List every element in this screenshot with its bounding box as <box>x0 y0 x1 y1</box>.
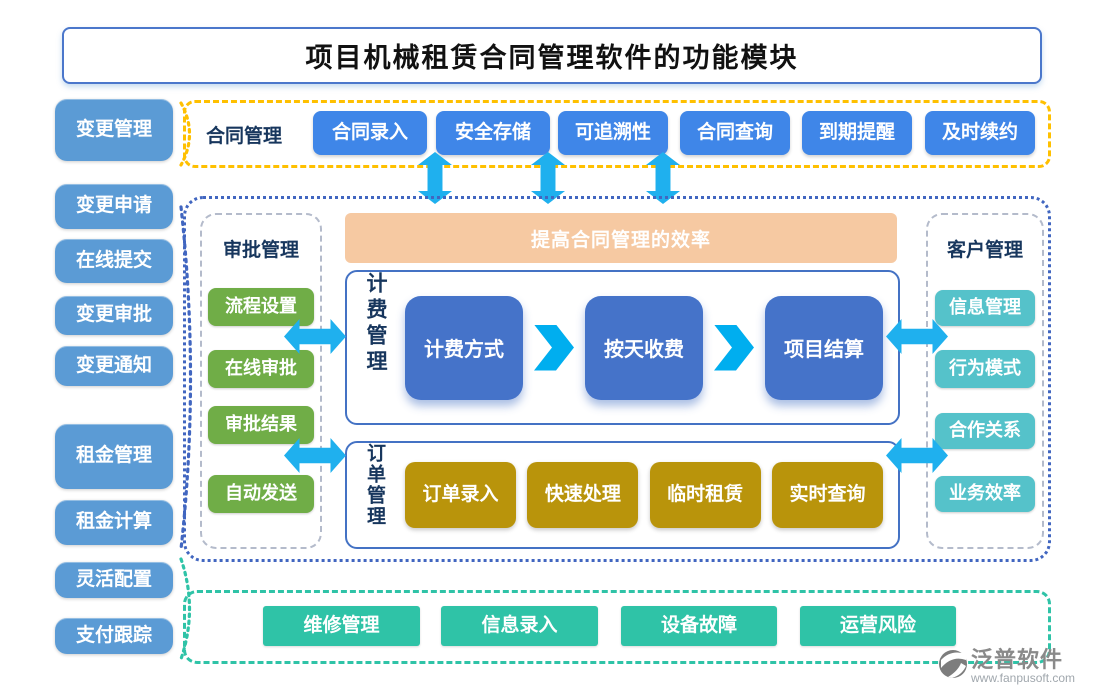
efficiency-banner: 提高合同管理的效率 <box>345 213 897 263</box>
approval-module-process-setup: 流程设置 <box>208 288 314 326</box>
contract-module-expiry-reminder: 到期提醒 <box>802 111 912 155</box>
billing-step-project-settlement: 项目结算 <box>765 295 883 400</box>
order-panel-label: 订单管理 <box>364 443 385 527</box>
customer-module-info-management: 信息管理 <box>935 290 1035 326</box>
contract-module-contract-entry: 合同录入 <box>313 111 427 155</box>
fanpu-logo-icon <box>939 650 967 678</box>
left-module-online-submit: 在线提交 <box>55 239 173 283</box>
left-module-rent-calculation: 租金计算 <box>55 500 173 545</box>
billing-step-daily-charge: 按天收费 <box>585 295 703 400</box>
flow-arrow-icon <box>534 324 574 371</box>
contract-module-secure-storage: 安全存储 <box>436 111 550 155</box>
contract-module-contract-query: 合同查询 <box>680 111 790 155</box>
middle-section: 审批管理 流程设置 在线审批 审批结果 自动发送 提高合同管理的效率 计费管理 … <box>183 196 1051 562</box>
flow-arrow-icon <box>714 324 754 371</box>
customer-module-business-efficiency: 业务效率 <box>935 476 1035 512</box>
diagram-title: 项目机械租赁合同管理软件的功能模块 <box>305 43 799 73</box>
contract-section-label: 合同管理 <box>206 125 283 147</box>
billing-panel-label: 计费管理 <box>364 272 388 376</box>
order-module-realtime-query: 实时查询 <box>771 462 883 528</box>
left-module-payment-tracking: 支付跟踪 <box>55 618 173 654</box>
approval-module-online-approval: 在线审批 <box>208 350 314 388</box>
left-module-flexible-config: 灵活配置 <box>55 562 173 598</box>
approval-panel-label: 审批管理 <box>222 240 299 261</box>
order-module-fast-processing: 快速处理 <box>527 462 639 528</box>
billing-panel: 计费管理 计费方式 按天收费 项目结算 <box>345 270 900 425</box>
customer-module-behavior-pattern: 行为模式 <box>935 350 1035 388</box>
contract-module-traceability: 可追溯性 <box>558 111 668 155</box>
customer-panel: 客户管理 信息管理 行为模式 合作关系 业务效率 <box>926 213 1044 549</box>
maintenance-module-operation-risk: 运营风险 <box>800 606 956 646</box>
approval-module-auto-send: 自动发送 <box>208 475 314 513</box>
left-module-rent-management: 租金管理 <box>55 424 173 489</box>
brand-name: 泛普软件 <box>971 647 1064 672</box>
left-module-change-approval: 变更审批 <box>55 296 173 335</box>
maintenance-module-equipment-failure: 设备故障 <box>621 606 777 646</box>
contract-section: 合同管理 合同录入 安全存储 可追溯性 合同查询 到期提醒 及时续约 <box>183 100 1051 168</box>
left-module-change-notice: 变更通知 <box>55 346 173 386</box>
approval-panel: 审批管理 流程设置 在线审批 审批结果 自动发送 <box>200 213 322 549</box>
order-panel: 订单管理 订单录入 快速处理 临时租赁 实时查询 <box>345 441 900 549</box>
brand-footer: 泛普软件 www.fanpusoft.com <box>938 649 1096 685</box>
approval-module-approval-result: 审批结果 <box>208 406 314 444</box>
order-module-order-entry: 订单录入 <box>405 462 516 528</box>
maintenance-module-info-entry: 信息录入 <box>441 606 598 646</box>
left-module-change-management: 变更管理 <box>55 99 173 161</box>
maintenance-section: 维修管理 信息录入 设备故障 运营风险 <box>183 590 1051 664</box>
diagram-title-bar: 项目机械租赁合同管理软件的功能模块 <box>62 27 1042 84</box>
left-module-change-request: 变更申请 <box>55 184 173 229</box>
customer-panel-label: 客户管理 <box>946 240 1023 261</box>
order-module-temporary-rental: 临时租赁 <box>649 462 761 528</box>
brand-url: www.fanpusoft.com <box>971 671 1076 685</box>
maintenance-module-repair-management: 维修管理 <box>263 606 420 646</box>
contract-module-timely-renewal: 及时续约 <box>925 111 1035 155</box>
customer-module-cooperation: 合作关系 <box>935 413 1035 449</box>
billing-step-billing-method: 计费方式 <box>405 295 523 400</box>
